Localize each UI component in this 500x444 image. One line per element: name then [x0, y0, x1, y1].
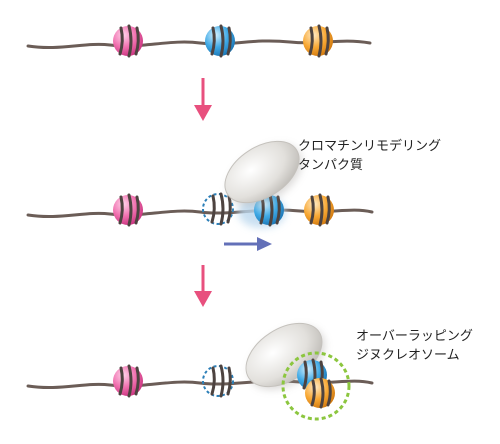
overlapping-dinucleosome-label-line1: オーバーラッピング — [356, 329, 473, 344]
nucleosome-pink — [113, 364, 143, 398]
vacated-nucleosome-site — [202, 192, 234, 226]
overlapping-dinucleosome-label-line2: ジヌクレオソーム — [356, 348, 460, 363]
remodeling-protein — [224, 140, 302, 206]
overlap-highlight-circle — [281, 351, 351, 421]
down-arrow-icon — [194, 78, 212, 121]
stage-3 — [26, 322, 374, 421]
nucleosome-orange — [304, 193, 334, 227]
remodeling-protein-label: クロマチンリモデリング タンパク質 — [298, 137, 441, 175]
remodeling-protein-label-line1: クロマチンリモデリング — [298, 139, 442, 154]
nucleosome-pink — [113, 193, 143, 227]
down-arrow-icon — [194, 265, 212, 307]
nucleosome-blue — [205, 24, 235, 58]
slide-arrow-icon — [224, 237, 272, 251]
remodeling-protein-label-line2: タンパク質 — [298, 158, 364, 173]
nucleosome-orange — [303, 24, 333, 58]
stage-2 — [26, 140, 374, 251]
nucleosome-pink — [113, 24, 143, 58]
overlapping-dinucleosome — [297, 358, 335, 409]
vacated-nucleosome-site — [202, 364, 234, 398]
overlapping-dinucleosome-label: オーバーラッピング ジヌクレオソーム — [356, 327, 473, 365]
stage-1 — [26, 24, 372, 58]
